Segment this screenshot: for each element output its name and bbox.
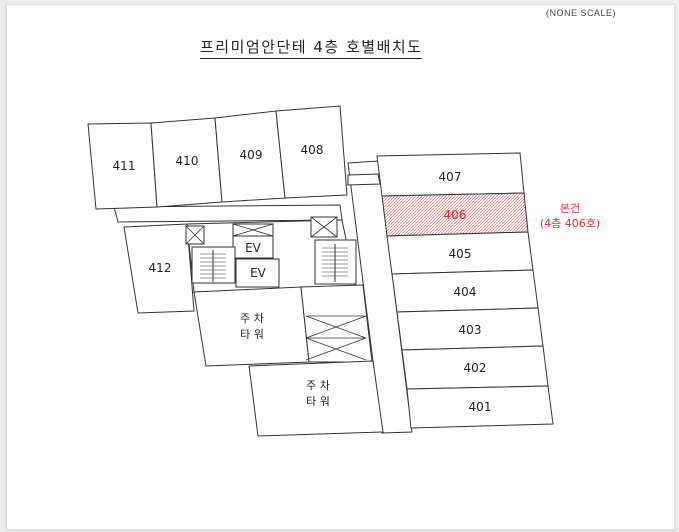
parking-b-line1: 주 차: [306, 379, 330, 392]
unit-label-406: 406: [444, 208, 467, 222]
elevator-label-1: EV: [245, 241, 262, 255]
unit-label-411: 411: [113, 159, 136, 173]
unit-label-412: 412: [149, 261, 172, 275]
parking-a-line1: 주 차: [240, 312, 264, 325]
corridor: [347, 160, 413, 434]
unit-408: [275, 105, 348, 199]
unit-label-407: 407: [439, 170, 462, 184]
unit-label-402: 402: [464, 361, 487, 375]
unit-label-401: 401: [469, 400, 492, 414]
subject-note-line1: 본건: [559, 202, 581, 215]
subject-note: 본건 (4층 406호): [520, 201, 620, 231]
unit-label-405: 405: [449, 247, 472, 261]
unit-label-403: 403: [459, 323, 482, 337]
subject-note-line2: (4층 406호): [539, 217, 601, 230]
parking-tower-a: [193, 286, 310, 367]
unit-label-409: 409: [240, 148, 263, 162]
unit-401: [406, 385, 554, 429]
elevator-2: [235, 258, 280, 288]
scale-note: (NONE SCALE): [546, 8, 617, 18]
elevator-label-2: EV: [250, 266, 267, 280]
parking-tower-b: [248, 360, 384, 437]
parking-a-line2: 타 워: [240, 328, 264, 341]
plan-title: 프리미엄안단테 4층 호별배치도: [200, 36, 423, 59]
corridor-connector: [347, 173, 381, 186]
parking-void: [300, 284, 373, 363]
unit-label-410: 410: [176, 154, 199, 168]
unit-label-408: 408: [301, 143, 324, 157]
parking-b-line2: 타 워: [306, 395, 330, 408]
unit-412: [123, 223, 195, 314]
unit-label-404: 404: [454, 285, 477, 299]
